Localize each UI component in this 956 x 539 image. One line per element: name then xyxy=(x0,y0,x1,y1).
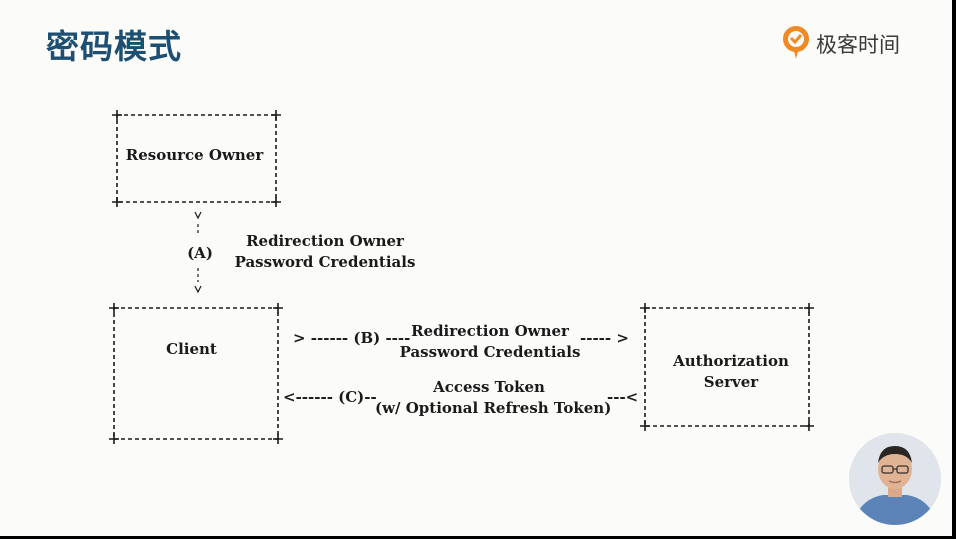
step-c-text-line2: (w/ Optional Refresh Token) xyxy=(375,399,612,417)
client-box xyxy=(113,307,279,440)
resource-owner-box xyxy=(116,114,277,203)
step-c-text-line1: Access Token xyxy=(433,378,545,396)
logo-text: 极客时间 xyxy=(816,33,900,57)
authorization-server-label-line2: Server xyxy=(703,373,759,391)
step-b-text-line2: Password Credentials xyxy=(399,343,581,361)
client-label: Client xyxy=(166,340,217,358)
authorization-server-box xyxy=(644,307,810,427)
presenter-video-thumbnail xyxy=(849,433,941,525)
corner-marks xyxy=(109,110,814,444)
slide-title: 密码模式 xyxy=(46,27,182,66)
presenter-avatar-icon xyxy=(849,433,941,525)
step-b-arrow-right: ----- > xyxy=(580,329,629,347)
step-a-text-line2: Password Credentials xyxy=(234,253,416,271)
resource-owner-label: Resource Owner xyxy=(125,146,264,164)
step-b-arrow-left: > ------ (B) ---- xyxy=(293,329,411,347)
step-c-arrow-left: <------ (C)-- xyxy=(283,388,377,406)
step-a-arrow xyxy=(194,211,202,294)
step-a-label: (A) xyxy=(187,244,213,262)
geekbang-logo-icon xyxy=(783,26,809,59)
step-a-text-line1: Redirection Owner xyxy=(246,232,404,250)
step-c-arrow-right: ---< xyxy=(607,388,639,406)
step-b-text-line1: Redirection Owner xyxy=(411,322,569,340)
authorization-server-label-line1: Authorization xyxy=(673,352,789,370)
